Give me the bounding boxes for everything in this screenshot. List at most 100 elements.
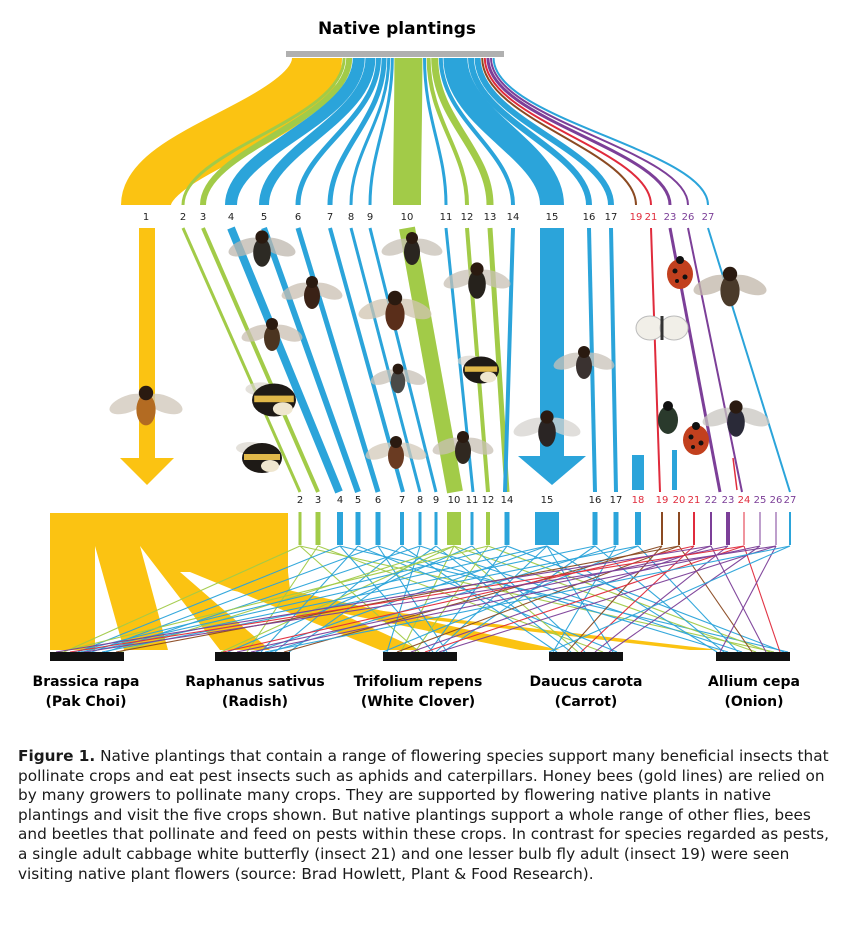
top-link-23 bbox=[486, 57, 672, 206]
bottom-label-9: 9 bbox=[433, 495, 439, 506]
top-link-8 bbox=[349, 57, 391, 206]
ladybird-photo-2-spot2 bbox=[698, 440, 704, 446]
fly-photo-2 bbox=[281, 276, 343, 309]
crop-bar-3 bbox=[383, 652, 457, 661]
upper-links bbox=[121, 54, 709, 210]
fan-link-39 bbox=[442, 545, 596, 653]
fan-link-67 bbox=[548, 545, 791, 653]
bottom-drop-20 bbox=[678, 512, 680, 545]
top-label-23: 23 bbox=[664, 212, 677, 223]
ladybird-photo-1 bbox=[667, 256, 693, 289]
top-link-1 bbox=[121, 54, 342, 210]
carrot-fly-arrow-head bbox=[518, 456, 586, 485]
bottom-drop-26 bbox=[775, 512, 777, 545]
insect-24-line bbox=[732, 457, 738, 491]
bee-photo-2-body bbox=[468, 270, 486, 299]
fly-photo-3-body bbox=[385, 299, 405, 331]
fly-photo-5-wing-left bbox=[370, 369, 399, 385]
crop-bar-4 bbox=[549, 652, 623, 661]
fly-photo-3-wing-left bbox=[358, 298, 396, 320]
mid-link-17 bbox=[687, 227, 743, 493]
bottom-label-3: 3 bbox=[315, 495, 321, 506]
top-label-4: 4 bbox=[228, 212, 234, 223]
bottom-label-21: 21 bbox=[688, 495, 701, 506]
fan-link-51 bbox=[222, 545, 695, 653]
crop-common-1: (Pak Choi) bbox=[46, 694, 127, 710]
mid-link-7 bbox=[368, 227, 438, 493]
fan-link-66 bbox=[264, 545, 791, 653]
fan-link-5 bbox=[77, 545, 341, 653]
bottom-drop-24 bbox=[743, 512, 745, 545]
bottom-label-2: 2 bbox=[297, 495, 303, 506]
caption-text: Native plantings that contain a range of… bbox=[18, 747, 829, 883]
bottom-drop-8 bbox=[418, 512, 422, 545]
top-label-12: 12 bbox=[461, 212, 474, 223]
fly-photo-7-wing-left bbox=[432, 437, 464, 455]
mid-link-1 bbox=[201, 227, 320, 493]
fan-link-32 bbox=[506, 545, 785, 653]
bottom-drop-9 bbox=[434, 512, 438, 545]
fan-link-43 bbox=[101, 545, 639, 653]
honeybee-photo bbox=[109, 385, 183, 426]
bee-photo-2-wing-left bbox=[443, 269, 478, 289]
crop-bar-5 bbox=[716, 652, 790, 661]
ladybird-photo-2-shell bbox=[683, 425, 709, 455]
fan-link-65 bbox=[719, 545, 777, 653]
fly-photo-10-wing-right bbox=[735, 407, 770, 427]
bottom-drop-22 bbox=[710, 512, 712, 545]
insect-photos bbox=[109, 230, 770, 473]
mid-link-18 bbox=[707, 227, 791, 493]
butterfly-wing-right bbox=[659, 315, 689, 341]
fan-link-34 bbox=[255, 545, 548, 653]
fan-link-35 bbox=[435, 545, 548, 653]
top-link-27 bbox=[492, 57, 709, 206]
fly-photo-7-head bbox=[457, 431, 469, 443]
ladybird-photo-2 bbox=[683, 422, 709, 455]
mid-link-2 bbox=[227, 226, 343, 494]
top-link-2 bbox=[181, 57, 346, 206]
crop-common-3: (White Clover) bbox=[361, 694, 475, 710]
insect-18-bar bbox=[632, 455, 644, 490]
fan-link-23 bbox=[453, 545, 579, 653]
top-label-11: 11 bbox=[440, 212, 453, 223]
fly-photo-7-body bbox=[455, 438, 471, 464]
bottom-label-4: 4 bbox=[337, 495, 343, 506]
bumblebee-photo-1-stripe bbox=[254, 395, 294, 403]
bee-photo-2 bbox=[443, 262, 511, 299]
native-plantings-bar bbox=[286, 51, 504, 57]
cabbage-white-photo bbox=[635, 315, 689, 341]
bottom-label-12: 12 bbox=[482, 495, 495, 506]
bumblebee-photo-3-stripe bbox=[464, 366, 498, 372]
fly-photo-1-head bbox=[255, 230, 269, 244]
fly-photo-6 bbox=[365, 436, 427, 469]
bottom-label-8: 8 bbox=[417, 495, 423, 506]
hoverfly-photo-wing-left bbox=[513, 417, 548, 437]
beetle-photo bbox=[658, 401, 678, 434]
top-link-15 bbox=[443, 56, 564, 207]
top-label-27: 27 bbox=[702, 212, 715, 223]
top-label-21: 21 bbox=[645, 212, 658, 223]
bottom-drop-18 bbox=[635, 512, 641, 545]
top-label-15: 15 bbox=[546, 212, 559, 223]
ladybird-photo-1-head bbox=[676, 256, 684, 264]
ladybird-photo-1-spot1 bbox=[672, 268, 678, 274]
bottom-drop-6 bbox=[375, 512, 381, 545]
bumblebee-photo-3 bbox=[457, 355, 499, 384]
top-link-10 bbox=[393, 57, 423, 206]
fly-photo-6-wing-left bbox=[365, 442, 397, 460]
bottom-label-22: 22 bbox=[705, 495, 718, 506]
top-label-16: 16 bbox=[583, 212, 596, 223]
bottom-drop-14 bbox=[504, 512, 510, 545]
ladybird-photo-1-spot2 bbox=[682, 274, 688, 280]
fan-link-33 bbox=[80, 545, 548, 653]
hoverfly-photo-body bbox=[538, 418, 556, 447]
top-link-4 bbox=[225, 57, 365, 206]
fan-link-64 bbox=[438, 545, 777, 653]
bee-photo-1-body bbox=[264, 325, 280, 351]
fly-photo-9 bbox=[693, 266, 767, 307]
fan-link-11 bbox=[377, 545, 448, 653]
bottom-label-6: 6 bbox=[375, 495, 381, 506]
fan-link-38 bbox=[87, 545, 596, 653]
